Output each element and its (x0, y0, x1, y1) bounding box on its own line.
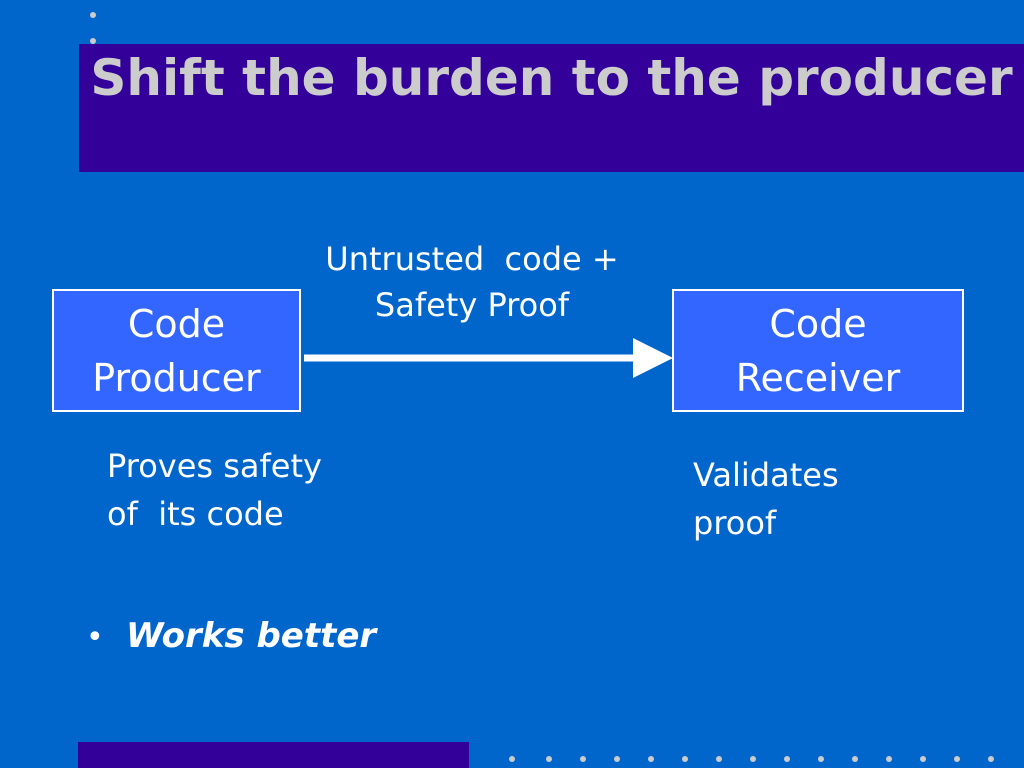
code-producer-box: Code Producer (52, 289, 301, 412)
receiver-note-line1: Validates (693, 456, 839, 494)
decor-dot-bottom-1 (509, 756, 515, 762)
code-receiver-line2: Receiver (735, 355, 901, 400)
decor-dot-bottom-14 (954, 756, 960, 762)
title-bar (79, 44, 1024, 172)
code-producer-line2: Producer (92, 355, 261, 400)
decor-dot-bottom-2 (546, 756, 552, 762)
transfer-arrow (304, 338, 673, 378)
edge-label: Untrusted code + Safety Proof (262, 236, 682, 328)
receiver-note-line2: proof (693, 504, 777, 542)
producer-note: Proves safety of its code (107, 442, 322, 538)
code-receiver-line1: Code (769, 301, 867, 346)
decor-dot-top-1 (90, 12, 96, 18)
decor-dot-bottom-9 (784, 756, 790, 762)
decor-dot-bottom-10 (818, 756, 824, 762)
bullet-item: • Works better (86, 612, 376, 662)
slide-title: Shift the burden to the producer (90, 49, 1013, 107)
bottom-bar (78, 742, 469, 768)
code-producer-line1: Code (127, 301, 226, 346)
producer-note-line2: of its code (107, 495, 284, 533)
decor-dot-bottom-13 (920, 756, 926, 762)
decor-dot-bottom-12 (886, 756, 892, 762)
decor-dot-bottom-4 (614, 756, 620, 762)
decor-dot-bottom-15 (988, 756, 994, 762)
bullet-text: Works better (126, 616, 377, 656)
transfer-arrow-head (633, 338, 673, 378)
decor-dot-bottom-3 (580, 756, 586, 762)
decor-dot-bottom-6 (682, 756, 688, 762)
edge-label-line2: Safety Proof (374, 286, 570, 324)
edge-label-line1: Untrusted code + (325, 240, 619, 278)
decor-dot-bottom-7 (716, 756, 722, 762)
decor-dot-bottom-11 (852, 756, 858, 762)
decor-dot-top-2 (90, 38, 96, 44)
receiver-note: Validates proof (693, 451, 839, 547)
producer-note-line1: Proves safety (107, 447, 322, 485)
decor-dot-bottom-8 (750, 756, 756, 762)
bullet-marker: • (86, 620, 104, 655)
decor-dot-bottom-5 (648, 756, 654, 762)
code-receiver-box: Code Receiver (672, 289, 964, 412)
